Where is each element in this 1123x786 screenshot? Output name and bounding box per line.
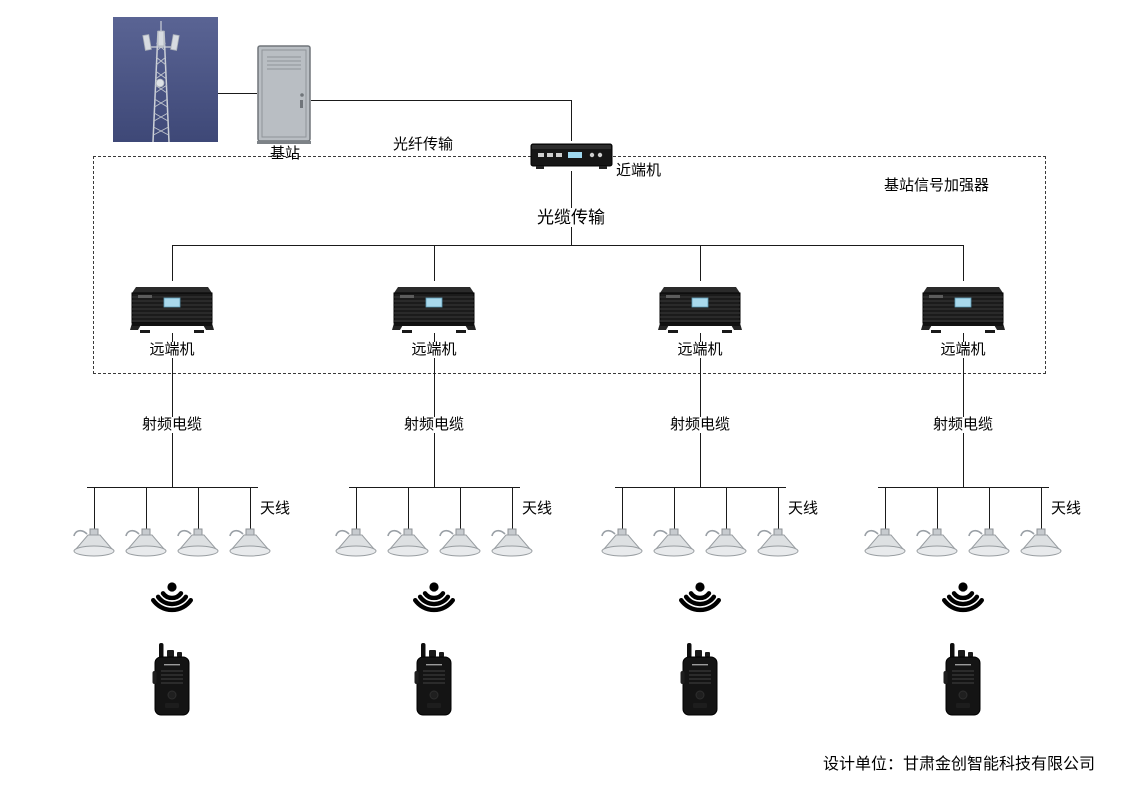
- ceiling-antenna-icon: [651, 527, 697, 559]
- rf-cable-line: [434, 333, 435, 487]
- walkie-talkie-icon: [414, 643, 454, 717]
- ceiling-antenna-icon: [703, 527, 749, 559]
- antenna-label: 天线: [260, 501, 291, 517]
- ceiling-antenna-icon: [489, 527, 535, 559]
- signal-broadcast-icon: [149, 580, 195, 616]
- distribution-bus-line: [172, 245, 964, 246]
- base-station-label: 基站: [269, 146, 300, 162]
- rf-cable-line: [700, 333, 701, 487]
- remote-unit-device: [658, 281, 742, 333]
- antenna-bus-line: [615, 487, 786, 488]
- antenna-drop-line: [937, 487, 938, 529]
- connector-line: [311, 100, 572, 101]
- remote-unit-device: [921, 281, 1005, 333]
- signal-booster-label: 基站信号加强器: [884, 178, 990, 194]
- rf-cable-line: [172, 333, 173, 487]
- antenna-drop-line: [198, 487, 199, 529]
- remote-unit-label: 远端机: [921, 341, 1005, 359]
- walkie-talkie-icon: [152, 643, 192, 717]
- designer-credit: 设计单位：甘肃金创智能科技有限公司: [822, 756, 1095, 773]
- connector-line: [218, 93, 257, 94]
- ceiling-antenna-icon: [862, 527, 908, 559]
- ceiling-antenna-icon: [599, 527, 645, 559]
- ceiling-antenna-icon: [1018, 527, 1064, 559]
- antenna-drop-line: [989, 487, 990, 529]
- connector-line: [700, 245, 701, 281]
- rf-cable-label: 射频电缆: [903, 416, 1023, 434]
- antenna-drop-line: [778, 487, 779, 529]
- rf-cable-label: 射频电缆: [640, 416, 760, 434]
- ceiling-antenna-icon: [333, 527, 379, 559]
- signal-broadcast-icon: [411, 580, 457, 616]
- antenna-bus-line: [349, 487, 520, 488]
- rf-cable-line: [963, 333, 964, 487]
- ceiling-antenna-icon: [914, 527, 960, 559]
- antenna-bus-line: [87, 487, 258, 488]
- ceiling-antenna-icon: [755, 527, 801, 559]
- equipment-cabinet-icon: [257, 45, 311, 144]
- antenna-drop-line: [146, 487, 147, 529]
- antenna-drop-line: [408, 487, 409, 529]
- remote-unit-device: [392, 281, 476, 333]
- ceiling-antenna-icon: [175, 527, 221, 559]
- signal-broadcast-icon: [677, 580, 723, 616]
- antenna-drop-line: [1041, 487, 1042, 529]
- antenna-drop-line: [885, 487, 886, 529]
- ceiling-antenna-icon: [227, 527, 273, 559]
- connector-line: [172, 245, 173, 281]
- antenna-drop-line: [460, 487, 461, 529]
- rf-cable-label: 射频电缆: [374, 416, 494, 434]
- near-end-unit-label: 近端机: [616, 163, 662, 179]
- antenna-label: 天线: [788, 501, 819, 517]
- antenna-label: 天线: [522, 501, 553, 517]
- walkie-talkie-icon: [943, 643, 983, 717]
- ceiling-antenna-icon: [437, 527, 483, 559]
- connector-line: [434, 245, 435, 281]
- connector-line: [963, 245, 964, 281]
- ceiling-antenna-icon: [966, 527, 1012, 559]
- ceiling-antenna-icon: [71, 527, 117, 559]
- remote-unit-device: [130, 281, 214, 333]
- connector-line: [571, 100, 572, 141]
- optical-cable-label: 光缆传输: [511, 208, 631, 228]
- signal-broadcast-icon: [940, 580, 986, 616]
- fiber-transmission-label: 光纤传输: [393, 137, 454, 153]
- remote-unit-label: 远端机: [392, 341, 476, 359]
- antenna-drop-line: [94, 487, 95, 529]
- antenna-bus-line: [878, 487, 1049, 488]
- antenna-drop-line: [250, 487, 251, 529]
- antenna-drop-line: [356, 487, 357, 529]
- antenna-drop-line: [674, 487, 675, 529]
- rf-cable-label: 射频电缆: [112, 416, 232, 434]
- remote-unit-label: 远端机: [130, 341, 214, 359]
- antenna-label: 天线: [1051, 501, 1082, 517]
- near-end-unit-device: [530, 141, 613, 171]
- ceiling-antenna-icon: [385, 527, 431, 559]
- walkie-talkie-icon: [680, 643, 720, 717]
- ceiling-antenna-icon: [123, 527, 169, 559]
- antenna-drop-line: [726, 487, 727, 529]
- antenna-drop-line: [622, 487, 623, 529]
- cell-tower-photo: [113, 17, 218, 142]
- antenna-drop-line: [512, 487, 513, 529]
- remote-unit-label: 远端机: [658, 341, 742, 359]
